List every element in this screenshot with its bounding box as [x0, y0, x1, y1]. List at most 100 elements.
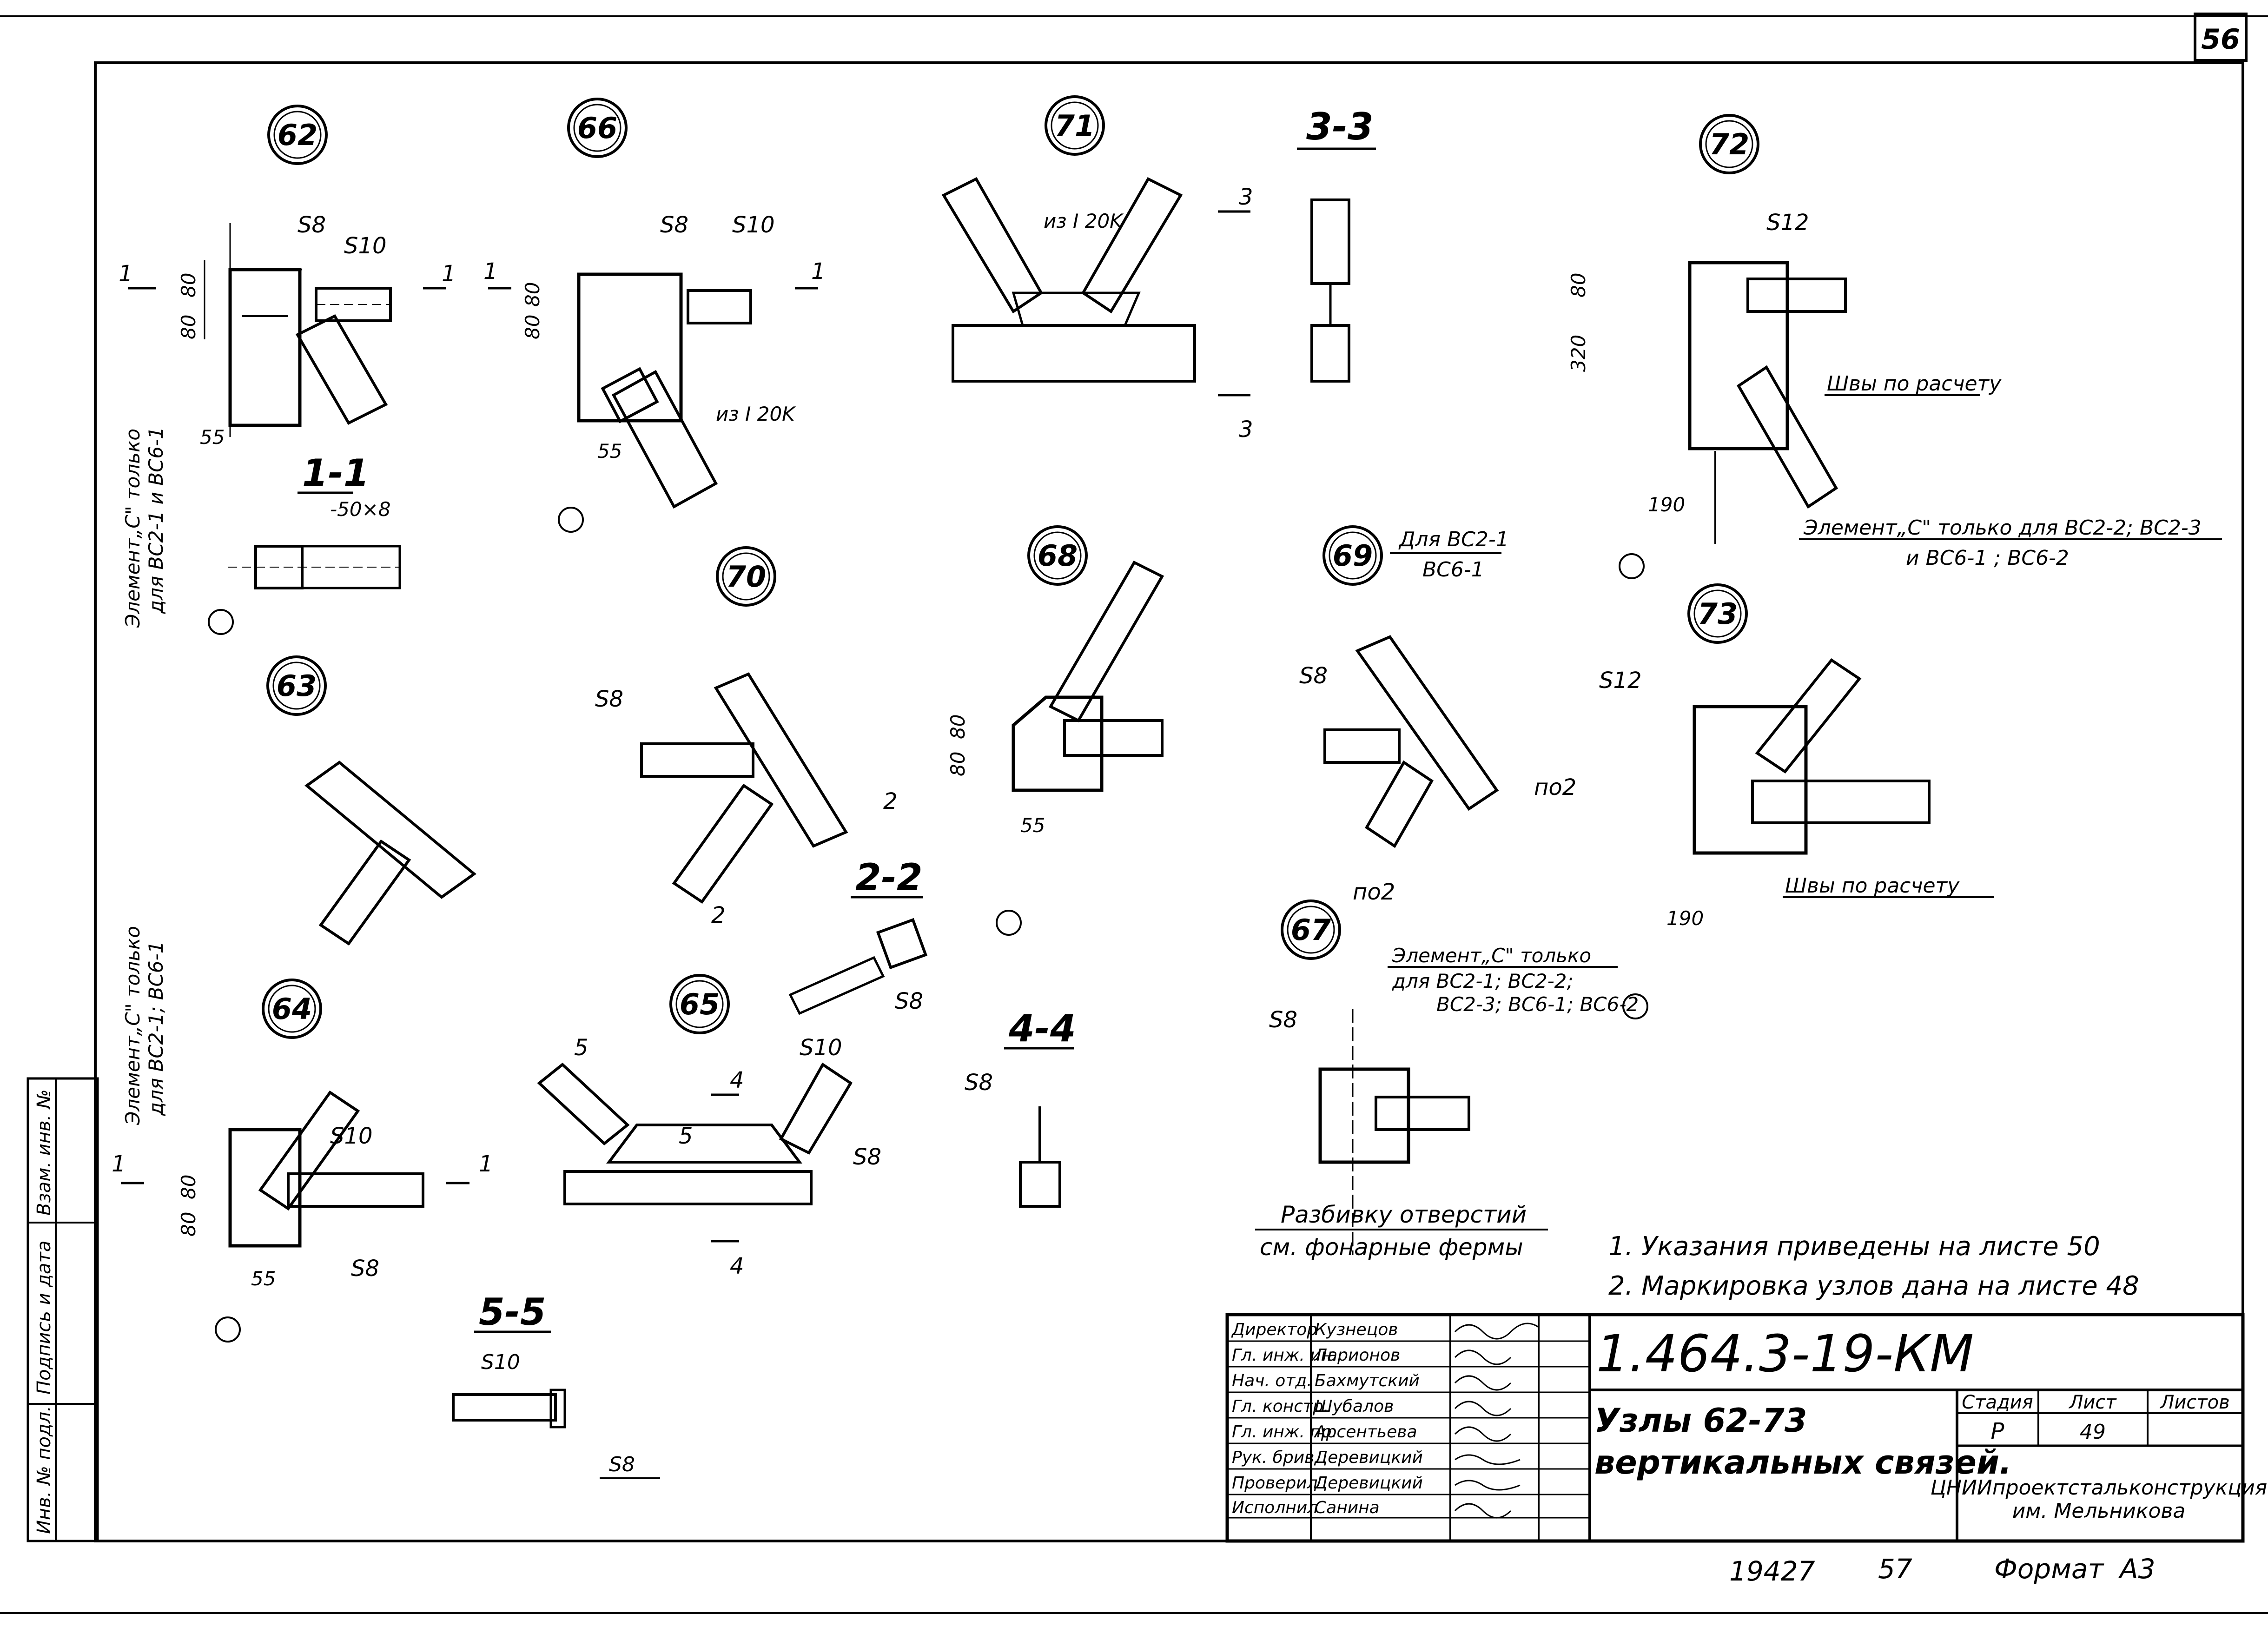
- node-73-label: 73: [1698, 597, 1738, 631]
- n66-mark-1-left: 1: [483, 258, 498, 284]
- sig-name-5: Деревицкий: [1314, 1448, 1423, 1467]
- sig-role-3: Гл. констр.: [1232, 1397, 1329, 1416]
- node-67-label: 67: [1291, 913, 1331, 947]
- n69-po2-bottom: по2: [1353, 879, 1395, 905]
- n66-iz-i20k: из I 20K: [716, 403, 796, 425]
- drawing-title-2: вертикальных связей.: [1594, 1443, 2012, 1481]
- node-68: 68 80 80 55: [946, 525, 1164, 936]
- section-1-1: 1-1 -50×8: [228, 451, 401, 589]
- format-label: Формат: [1994, 1553, 2105, 1585]
- s44-s8: S8: [965, 1070, 993, 1096]
- n62-element-c-1: Элемент„С" только: [121, 429, 144, 628]
- node-66-label: 66: [577, 111, 617, 145]
- n66-dim-80a: 80: [521, 282, 544, 307]
- sig-name-1: Ларионов: [1314, 1346, 1400, 1365]
- sheets-header: Листов: [2159, 1392, 2229, 1413]
- node-68-circle: [1027, 525, 1088, 586]
- node-68-label: 68: [1038, 539, 1078, 573]
- sig-name-6: Деревицкий: [1314, 1474, 1423, 1493]
- n62-mark-1-right: 1: [442, 261, 456, 287]
- n62-dim-80b: 80: [177, 315, 200, 339]
- n64-dim-55: 55: [251, 1267, 276, 1290]
- n67-holes-2: см. фонарные фермы: [1260, 1234, 1523, 1261]
- node-70: 70 S8 2 2: [595, 546, 898, 928]
- section-4-4: 4-4 S8: [965, 1007, 1076, 1208]
- sig-role-7: Исполнил: [1232, 1498, 1318, 1517]
- n66-dim-55: 55: [597, 440, 622, 463]
- node-72: 72 S12 Швы по расчету 80 320 190 Элемент…: [1567, 114, 2222, 579]
- node-72-circle: [1699, 114, 1759, 174]
- section-2-2-title: 2-2: [855, 856, 923, 899]
- n67-holes-1: Разбивку отверстий: [1281, 1201, 1527, 1228]
- n69-for-2: ВС6-1: [1422, 558, 1484, 582]
- node-62-label: 62: [278, 118, 317, 152]
- margin-label-inv: Инв. № подл.: [33, 1406, 55, 1534]
- stage-header: Стадия: [1962, 1392, 2033, 1413]
- n72-element-c-1: Элемент„С" только для ВС2-2; ВС2-3: [1803, 516, 2202, 540]
- s55-s8: S8: [609, 1453, 635, 1476]
- n68-dim-80b: 80: [946, 752, 969, 776]
- n70-s8: S8: [595, 686, 623, 712]
- node-64: 64 S10 S8 80 80 55 1 1: [112, 979, 493, 1343]
- n72-s12: S12: [1766, 210, 1809, 236]
- organization-2: им. Мельникова: [2012, 1499, 2186, 1523]
- node-69-label: 69: [1333, 539, 1373, 573]
- n66-s10: S10: [732, 212, 775, 238]
- n65-mark-4-bottom: 4: [730, 1253, 744, 1279]
- node-62-circle: [267, 105, 328, 165]
- node-62: 62 S8 S10 80 80 55 1 1 Элемент„С" только…: [119, 105, 456, 635]
- n72-dim-320: 320: [1567, 335, 1590, 372]
- n67-element-c-2: для ВС2-1; ВС2-2;: [1392, 970, 1574, 992]
- n62-s8: S8: [298, 212, 326, 238]
- n67-s8: S8: [1269, 1007, 1297, 1033]
- sheet-number-box: [2194, 13, 2248, 62]
- n69-po2-right: по2: [1534, 774, 1576, 800]
- plate-50x8: -50×8: [330, 498, 391, 521]
- n64-mark-1-right: 1: [479, 1151, 493, 1177]
- node-64-circle: [262, 979, 322, 1039]
- n62-element-c-2: для ВС2-1 и ВС6-1: [145, 427, 167, 614]
- note-2: 2. Маркировка узлов дана на листе 48: [1608, 1271, 2139, 1301]
- n67-element-c-1: Элемент„С" только: [1392, 944, 1591, 967]
- n62-mark-1-left: 1: [119, 261, 133, 287]
- n73-welds-by-calc: Швы по расчету: [1785, 874, 1960, 898]
- node-70-circle: [716, 546, 776, 607]
- n70-mark-2-bottom: 2: [711, 902, 726, 928]
- n62-s10: S10: [344, 233, 387, 259]
- node-69-circle: [1322, 525, 1383, 586]
- n71-mark-3-bottom: 3: [1239, 417, 1253, 443]
- margin-label-sign: Подпись и дата: [33, 1241, 55, 1395]
- n72-element-c-2: и ВС6-1 ; ВС6-2: [1906, 546, 2069, 570]
- n65-mark-5-left: 5: [574, 1035, 588, 1061]
- n69-for-1: Для ВС2-1: [1398, 528, 1509, 551]
- n73-dim-190: 190: [1666, 907, 1704, 930]
- designation: 1.464.3-19-КМ: [1596, 1324, 1974, 1383]
- format-value: А3: [2118, 1553, 2156, 1585]
- node-72-label: 72: [1709, 127, 1749, 161]
- n72-dim-190: 190: [1648, 493, 1685, 516]
- n65-s8: S8: [853, 1144, 881, 1170]
- copy-number: 57: [1878, 1553, 1912, 1585]
- node-65-label: 65: [680, 987, 720, 1021]
- node-66-circle: [567, 98, 628, 158]
- sig-role-1: Гл. инж. ин.: [1232, 1346, 1337, 1365]
- n66-s8: S8: [660, 212, 688, 238]
- signature-scribble: [1454, 1323, 1539, 1340]
- sig-role-0: Директор: [1231, 1320, 1317, 1339]
- sig-role-6: Проверил: [1232, 1474, 1318, 1493]
- n64-element-c-2: для ВС2-1; ВС6-1: [145, 941, 167, 1116]
- n73-s12: S12: [1599, 668, 1642, 694]
- section-5-5: 5-5 S10 S8: [452, 1290, 660, 1479]
- n65-mark-4-top: 4: [730, 1067, 744, 1093]
- n64-dim-80b: 80: [177, 1212, 200, 1237]
- section-3-3: 3-3: [1297, 105, 1376, 383]
- sheet-corner-number: 56: [2201, 23, 2240, 56]
- n64-s10: S10: [330, 1123, 373, 1149]
- n68-dim-80a: 80: [946, 714, 969, 739]
- n62-dim-80a: 80: [177, 273, 200, 298]
- inventory-number: 19427: [1729, 1555, 1815, 1587]
- margin-label-replace: Взам. инв. №: [33, 1089, 55, 1216]
- section-3-3-title: 3-3: [1306, 105, 1374, 148]
- sheet-header: Лист: [2068, 1392, 2117, 1413]
